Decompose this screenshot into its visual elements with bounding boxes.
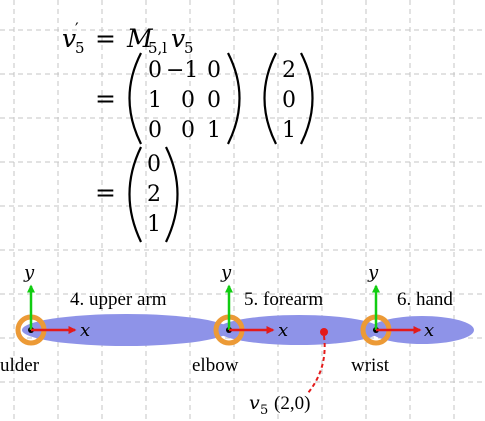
wrist-x-label: x xyxy=(424,320,434,341)
hand-segment xyxy=(370,316,474,344)
input-vector-cell: 1 xyxy=(282,118,296,143)
shoulder-label: ulder xyxy=(0,355,40,376)
shoulder-x-label: x xyxy=(80,320,90,341)
forearm-label: 5. forearm xyxy=(244,289,323,310)
point-v5-subscript: 5 xyxy=(260,403,268,418)
elbow-label: elbow xyxy=(192,355,239,376)
elbow-x-label: x xyxy=(278,320,288,341)
input-vector-left-paren xyxy=(263,52,277,145)
elbow-y-label: y xyxy=(220,262,232,283)
equation: v 5 ′ = M 5,l v 5 = 0 −1 0 1 0 0 0 0 1 2… xyxy=(62,19,314,243)
lhs-vector-subscript: 5 xyxy=(75,39,85,57)
result-vector-cell: 2 xyxy=(147,182,161,207)
result-vector-cell: 1 xyxy=(147,212,161,237)
matrix-cell: 1 xyxy=(148,88,162,113)
matrix-subscript: 5,l xyxy=(148,39,167,57)
shoulder-y-label: y xyxy=(23,262,35,283)
upper-arm-label: 4. upper arm xyxy=(70,289,167,310)
rhs-vector-symbol: v xyxy=(171,24,185,53)
matrix-cell: 0 xyxy=(148,118,162,143)
matrix-left-paren xyxy=(128,52,142,145)
input-vector-right-paren xyxy=(300,52,314,145)
point-v5-symbol: v xyxy=(249,392,260,414)
hand-label: 6. hand xyxy=(397,289,453,310)
input-vector-cell: 2 xyxy=(282,58,296,83)
matrix-cell: 1 xyxy=(207,118,221,143)
rhs-vector-subscript: 5 xyxy=(184,39,194,57)
point-v5-coords: (2,0) xyxy=(274,393,310,414)
lhs-prime: ′ xyxy=(75,19,79,38)
matrix-cell: 0 xyxy=(181,118,195,143)
matrix-cell: 0 xyxy=(207,58,221,83)
lhs-vector-symbol: v xyxy=(62,24,76,53)
point-v5-marker xyxy=(320,328,328,336)
equals-sign-2: = xyxy=(95,84,116,113)
wrist-y-label: y xyxy=(367,262,379,283)
result-vector-left-paren xyxy=(128,146,142,243)
equals-sign-1: = xyxy=(95,24,116,53)
matrix-cell: 0 xyxy=(181,88,195,113)
equals-sign-3: = xyxy=(95,178,116,207)
forearm-segment xyxy=(217,315,381,345)
point-v5-leader xyxy=(307,335,326,394)
result-vector-right-paren xyxy=(165,146,179,243)
matrix-cell: 0 xyxy=(148,58,162,83)
matrix-symbol: M xyxy=(126,24,154,53)
input-vector-cell: 0 xyxy=(282,88,296,113)
matrix-right-paren xyxy=(227,52,241,145)
matrix-cell: 0 xyxy=(207,88,221,113)
upper-arm-segment xyxy=(22,314,230,346)
result-vector-cell: 0 xyxy=(147,152,161,177)
arm-diagram: y x y x y x 4. upper arm 5. forearm 6. h… xyxy=(0,262,474,418)
wrist-label: wrist xyxy=(351,355,390,376)
matrix-cell: −1 xyxy=(166,58,198,83)
